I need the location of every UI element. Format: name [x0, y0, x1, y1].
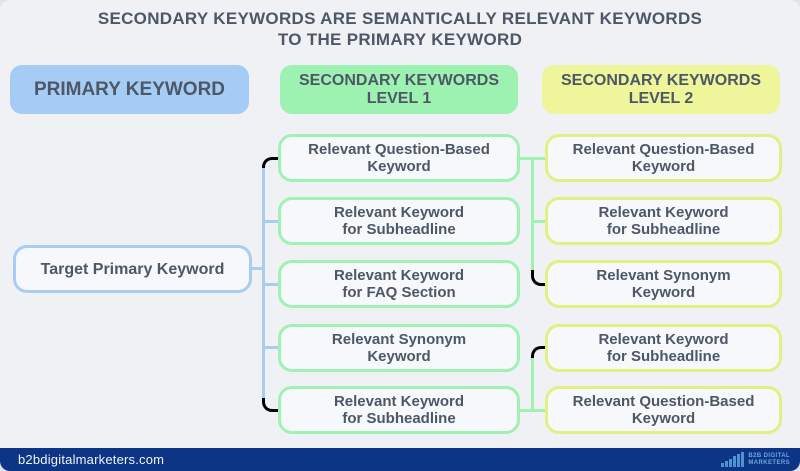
brand-text: B2B DIGITAL MARKETERS: [748, 453, 790, 467]
level1-node-2-line2: for Subheadline: [342, 221, 456, 238]
level2-node-5: Relevant Question-Based Keyword: [545, 386, 782, 434]
column-header-level2-line2: LEVEL 2: [628, 89, 694, 107]
level2-node-4: Relevant Keyword for Subheadline: [545, 324, 782, 372]
level2-node-1: Relevant Question-Based Keyword: [545, 134, 782, 182]
column-header-level1-line2: LEVEL 1: [366, 89, 432, 107]
level2-node-4-line1: Relevant Keyword: [598, 331, 729, 348]
brand-logo: B2B DIGITAL MARKETERS: [721, 448, 790, 471]
connector-blue-corner-bottom: [262, 398, 280, 412]
brand-line-2: MARKETERS: [748, 459, 790, 466]
site-url: b2bdigitalmarketers.com: [18, 452, 165, 467]
primary-keyword-label: Target Primary Keyword: [40, 260, 225, 278]
column-header-level2-line1: SECONDARY KEYWORDS: [560, 71, 762, 89]
connector-green-bottom-horizontal: [518, 409, 545, 412]
connector-blue-corner-top: [262, 157, 280, 171]
column-header-level1-line1: SECONDARY KEYWORDS: [298, 71, 500, 89]
level2-node-1-line1: Relevant Question-Based: [572, 141, 755, 158]
connector-primary-stub: [249, 267, 263, 270]
footer-bar: b2bdigitalmarketers.com B2B DIGITAL MARK…: [0, 448, 800, 471]
connector-green-branch-l2-2: [531, 220, 545, 223]
title-line-1: SECONDARY KEYWORDS ARE SEMANTICALLY RELE…: [97, 9, 703, 28]
bar-chart-icon: [721, 452, 745, 467]
level1-node-4-line2: Keyword: [367, 348, 431, 365]
column-header-primary-label: PRIMARY KEYWORD: [33, 78, 226, 100]
level2-node-5-line2: Keyword: [631, 410, 696, 427]
level1-node-3: Relevant Keyword for FAQ Section: [278, 260, 520, 308]
level2-node-3-line1: Relevant Synonym: [596, 267, 731, 284]
infographic-title: SECONDARY KEYWORDS ARE SEMANTICALLY RELE…: [0, 8, 800, 50]
brand-line-1: B2B DIGITAL: [748, 452, 790, 459]
connector-blue-branch-3: [262, 283, 280, 286]
primary-keyword-node: Target Primary Keyword: [13, 245, 252, 293]
level1-node-3-line2: for FAQ Section: [342, 284, 456, 301]
level1-node-5: Relevant Keyword for Subheadline: [278, 386, 520, 434]
level2-node-2-line1: Relevant Keyword: [598, 204, 729, 221]
connector-green-trunk-upper: [531, 159, 534, 272]
connector-green-corner-l2-3: [531, 270, 545, 286]
connector-green-corner-l2-4: [531, 346, 545, 360]
level1-node-2: Relevant Keyword for Subheadline: [278, 197, 520, 245]
level1-node-5-line2: for Subheadline: [342, 410, 456, 427]
connector-blue-branch-4: [262, 346, 280, 349]
level1-node-1-line1: Relevant Question-Based: [308, 141, 490, 158]
level2-node-3: Relevant Synonym Keyword: [545, 260, 782, 308]
level1-node-5-line1: Relevant Keyword: [333, 393, 465, 410]
level1-node-4-line1: Relevant Synonym: [331, 331, 467, 348]
level2-node-2: Relevant Keyword for Subheadline: [545, 197, 782, 245]
column-header-level2: SECONDARY KEYWORDS LEVEL 2: [542, 65, 780, 114]
level2-node-1-line2: Keyword: [631, 158, 696, 175]
connector-green-trunk-lower: [531, 358, 534, 411]
column-header-level1: SECONDARY KEYWORDS LEVEL 1: [280, 65, 518, 114]
level1-node-1-line2: Keyword: [367, 158, 431, 175]
level2-node-5-line1: Relevant Question-Based: [572, 393, 755, 410]
connector-green-top-horizontal: [518, 157, 545, 160]
level1-node-3-line1: Relevant Keyword: [333, 267, 465, 284]
title-line-2: TO THE PRIMARY KEYWORD: [277, 30, 523, 49]
level1-node-2-line1: Relevant Keyword: [333, 204, 465, 221]
connector-blue-branch-2: [262, 220, 280, 223]
level1-node-1: Relevant Question-Based Keyword: [278, 134, 520, 182]
column-header-primary: PRIMARY KEYWORD: [10, 65, 249, 114]
level2-node-2-line2: for Subheadline: [606, 221, 721, 238]
level2-node-3-line2: Keyword: [631, 284, 696, 301]
level1-node-4: Relevant Synonym Keyword: [278, 324, 520, 372]
level2-node-4-line2: for Subheadline: [606, 348, 721, 365]
